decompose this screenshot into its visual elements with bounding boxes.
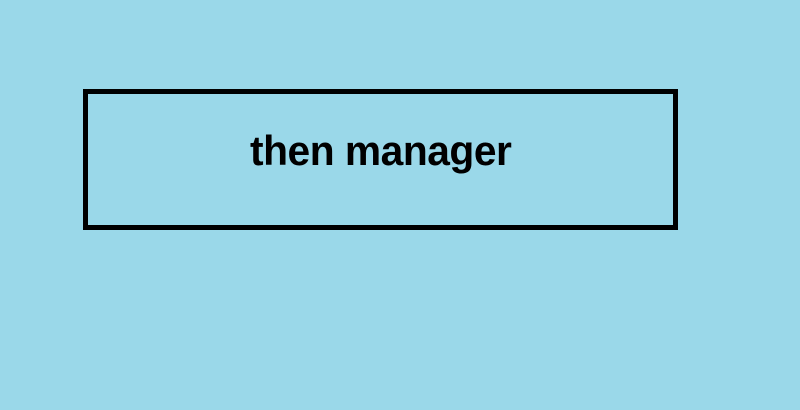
- flowchart-box-label: then manager: [249, 126, 512, 174]
- flowchart-box: then manager: [83, 89, 678, 230]
